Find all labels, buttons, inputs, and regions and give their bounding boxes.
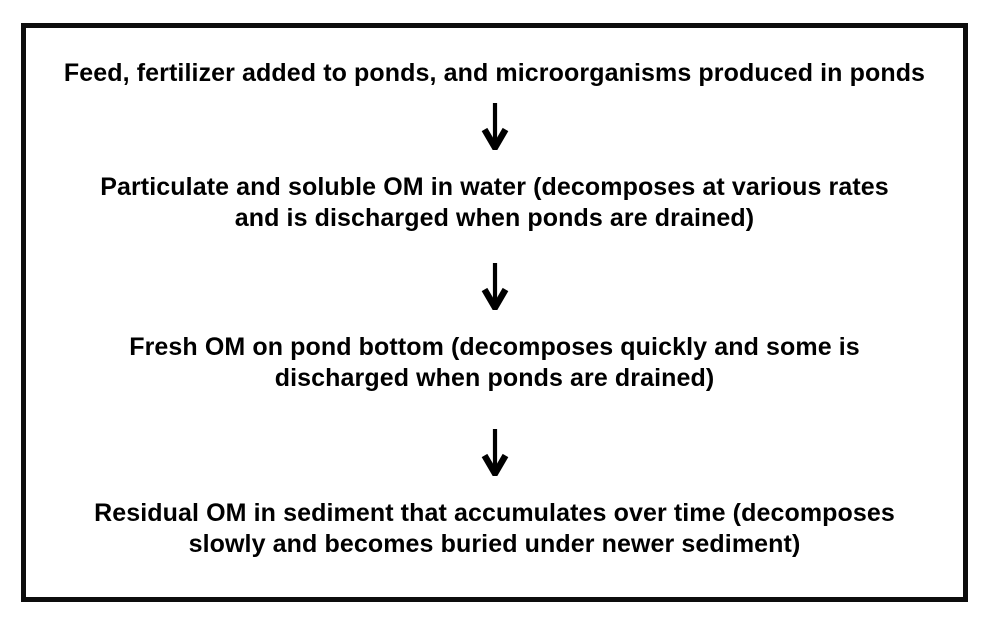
flowchart-frame: Feed, fertilizer added to ponds, and mic…: [21, 23, 968, 602]
flow-step-text: Particulate and soluble OM in water (dec…: [100, 173, 889, 201]
down-arrow-icon: [481, 263, 508, 310]
flow-step-text: discharged when ponds are drained): [274, 364, 715, 392]
flow-step-inputs: Feed, fertilizer added to ponds, and mic…: [26, 58, 963, 89]
down-arrow-icon: [481, 103, 508, 150]
flow-step-fresh-om: Fresh OM on pond bottom (decomposes quic…: [26, 332, 963, 394]
flow-step-text: slowly and becomes buried under newer se…: [188, 530, 801, 558]
down-arrow-icon: [481, 429, 508, 476]
flow-step-text: Residual OM in sediment that accumulates…: [94, 499, 895, 527]
flow-step-text: Feed, fertilizer added to ponds, and mic…: [63, 59, 926, 87]
flow-step-water-om: Particulate and soluble OM in water (dec…: [26, 172, 963, 234]
flow-step-text: and is discharged when ponds are drained…: [234, 204, 755, 232]
flow-step-text: Fresh OM on pond bottom (decomposes quic…: [129, 333, 860, 361]
flow-step-residual-om: Residual OM in sediment that accumulates…: [26, 498, 963, 560]
